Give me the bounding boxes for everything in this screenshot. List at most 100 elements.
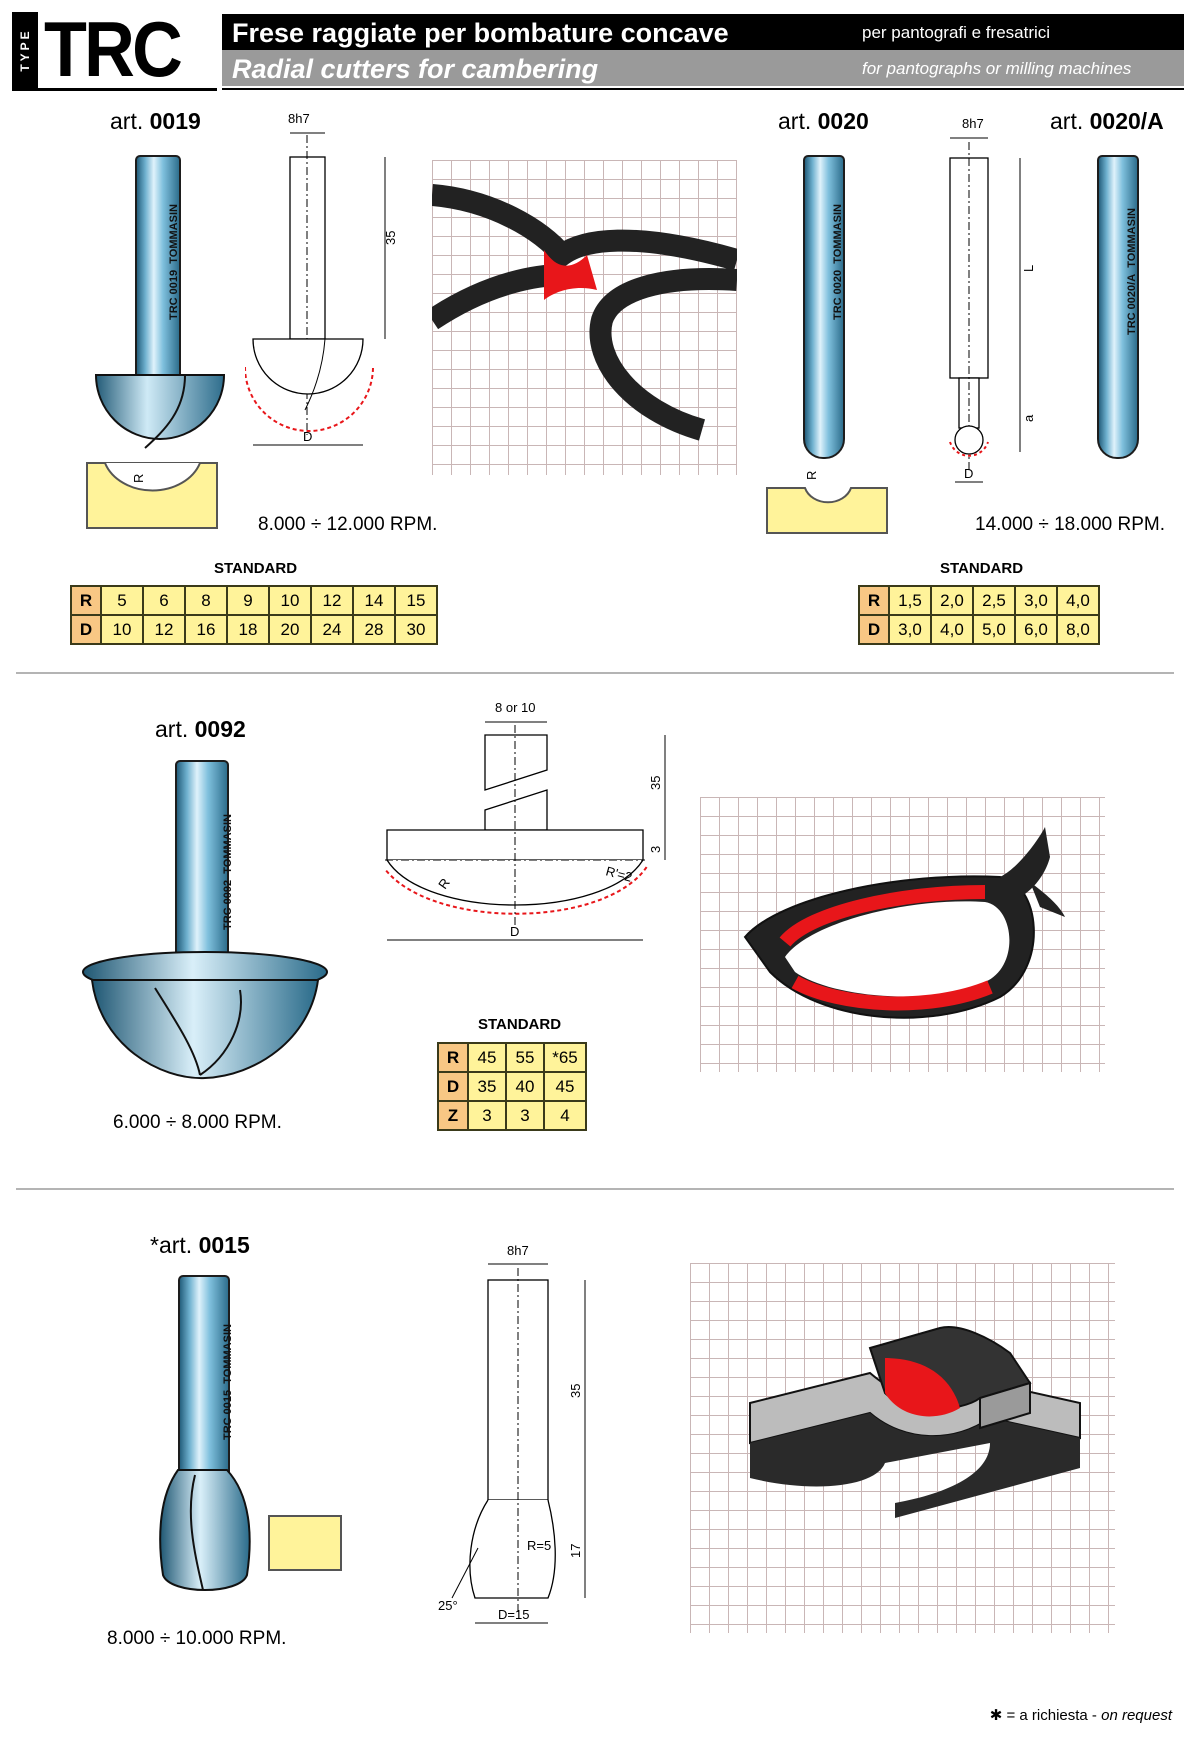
- table-cell: 2,5: [972, 585, 1016, 616]
- table-row-d: D 3,0 4,0 5,0 6,0 8,0: [858, 614, 1100, 645]
- table-row-r: R 1,5 2,0 2,5 3,0 4,0: [858, 585, 1100, 616]
- rpm-0092: 6.000 ÷ 8.000 RPM.: [113, 1112, 282, 1133]
- cutter-0019-engraving: TRC 0019 TOMMASIN: [168, 204, 180, 320]
- standard-label-0092: STANDARD: [478, 1016, 562, 1033]
- footnote-english: on request: [1101, 1707, 1172, 1724]
- table-cell: 3: [467, 1100, 507, 1131]
- title-bar-english: Radial cutters for cambering for pantogr…: [222, 50, 1184, 86]
- art-0015-label: *art. 0015: [150, 1232, 250, 1259]
- table-cell: 45: [543, 1071, 587, 1102]
- cutter-0020a-shank: [1097, 155, 1139, 459]
- cutter-0020a-engraving: TRC 0020/A TOMMASIN: [1126, 208, 1138, 335]
- art-number: 0092: [194, 716, 246, 742]
- table-cell: 35: [467, 1071, 507, 1102]
- table-cell: 15: [394, 585, 438, 616]
- tool-code: TRC 0019: [168, 269, 180, 320]
- cutter-0019-shank: [135, 155, 181, 379]
- dim-length-L: L: [1021, 265, 1036, 272]
- standard-table-0020: R 1,5 2,0 2,5 3,0 4,0 D 3,0 4,0 5,0 6,0 …: [858, 585, 1100, 645]
- art-prefix: art.: [110, 108, 144, 134]
- title-english: Radial cutters for cambering: [232, 54, 599, 84]
- drawing-0092: 8 or 10 35 3 R'=2 R D: [385, 700, 666, 941]
- table-cell: 5,0: [972, 614, 1016, 645]
- table-cell: 3,0: [888, 614, 932, 645]
- section-divider: [16, 1188, 1174, 1190]
- brand-name: TOMMASIN: [222, 814, 234, 874]
- table-cell: 4,0: [930, 614, 974, 645]
- art-0020a-label: art. 0020/A: [1050, 108, 1164, 135]
- tool-code: TRC 0020: [832, 269, 844, 320]
- art-prefix: *art.: [150, 1232, 193, 1258]
- section-divider: [16, 672, 1174, 674]
- dim-length: 35: [648, 776, 663, 790]
- asterisk-icon: ✱: [989, 1707, 1003, 1724]
- cutter-0015-engraving: TRC 0015 TOMMASIN: [222, 1324, 234, 1440]
- dim-height: 3: [648, 846, 663, 853]
- brand-name: TOMMASIN: [222, 1324, 234, 1384]
- cutter-0015-head: [159, 1469, 251, 1591]
- header-bottom-rule: [222, 88, 1184, 90]
- table-cell: 6: [142, 585, 186, 616]
- dim-length: 35: [568, 1384, 583, 1398]
- art-number: 0020: [817, 108, 869, 134]
- title-bar-italian: Frese raggiate per bombature concave per…: [222, 14, 1184, 50]
- art-0019-label: art. 0019: [110, 108, 201, 135]
- art-number: 0020/A: [1089, 108, 1164, 134]
- dim-head: 17: [568, 1544, 583, 1558]
- machined-block-illustration: [749, 1326, 1081, 1518]
- art-prefix: art.: [778, 108, 812, 134]
- table-cell: 12: [310, 585, 354, 616]
- dim-radius: R=5: [527, 1538, 551, 1553]
- table-row-d: D 35 40 45: [437, 1071, 587, 1102]
- table-cell: 10: [100, 614, 144, 645]
- type-label-box: TYPE: [12, 12, 38, 88]
- dim-length: 35: [383, 231, 398, 245]
- table-cell: 18: [226, 614, 270, 645]
- cutter-0092-engraving: TRC 0092 TOMMASIN: [222, 814, 234, 930]
- tool-code: TRC 0015: [222, 1389, 234, 1440]
- art-number: 0015: [198, 1232, 250, 1258]
- table-row-z: Z 3 3 4: [437, 1100, 587, 1131]
- table-row-r: R 5 6 8 9 10 12 14 15: [70, 585, 438, 616]
- profile-0015-sample: [268, 1515, 342, 1571]
- row-header: Z: [437, 1100, 469, 1131]
- table-row-r: R 45 55 *65: [437, 1042, 587, 1073]
- profile-0019-sample: R: [86, 462, 218, 529]
- application-grid-block: [690, 1263, 1115, 1633]
- dim-diameter: D: [303, 429, 312, 444]
- table-cell: 10: [268, 585, 312, 616]
- table-cell: 8: [184, 585, 228, 616]
- table-cell: 2,0: [930, 585, 974, 616]
- table-cell: 9: [226, 585, 270, 616]
- rpm-0019: 8.000 ÷ 12.000 RPM.: [258, 514, 438, 535]
- table-row-d: D 10 12 16 18 20 24 28 30: [70, 614, 438, 645]
- radius-label: R: [131, 474, 146, 483]
- table-cell: 5: [100, 585, 144, 616]
- row-header: R: [70, 585, 102, 616]
- drawing-0019: 8h7 35 D: [245, 111, 398, 446]
- series-code: TRC: [44, 5, 183, 93]
- row-header: D: [437, 1071, 469, 1102]
- table-cell: 3: [505, 1100, 545, 1131]
- table-cell: 24: [310, 614, 354, 645]
- tool-code: TRC 0092: [222, 879, 234, 930]
- table-cell: 6,0: [1014, 614, 1058, 645]
- brand-name: TOMMASIN: [832, 204, 844, 264]
- subtitle-italian: per pantografi e fresatrici: [862, 23, 1051, 42]
- application-grid-glasses-frame: [700, 797, 1105, 1072]
- row-header: R: [437, 1042, 469, 1073]
- footnote: ✱ = a richiesta - on request: [990, 1706, 1172, 1724]
- standard-table-0019: R 5 6 8 9 10 12 14 15 D 10 12 16 18 20 2…: [70, 585, 438, 645]
- dim-diameter: D=15: [498, 1607, 529, 1622]
- table-cell: 14: [352, 585, 396, 616]
- drawing-0020: 8h7 L a D: [949, 116, 1036, 483]
- application-grid-glasses-front: [425, 160, 741, 475]
- table-cell: 20: [268, 614, 312, 645]
- radius-label: R: [804, 471, 819, 480]
- table-cell: 4: [543, 1100, 587, 1131]
- glasses-front-illustration: [425, 184, 741, 441]
- dim-angle: 25°: [438, 1598, 458, 1613]
- table-cell: *65: [543, 1042, 587, 1073]
- dim-shank: 8 or 10: [495, 700, 535, 715]
- dim-shank: 8h7: [962, 116, 984, 131]
